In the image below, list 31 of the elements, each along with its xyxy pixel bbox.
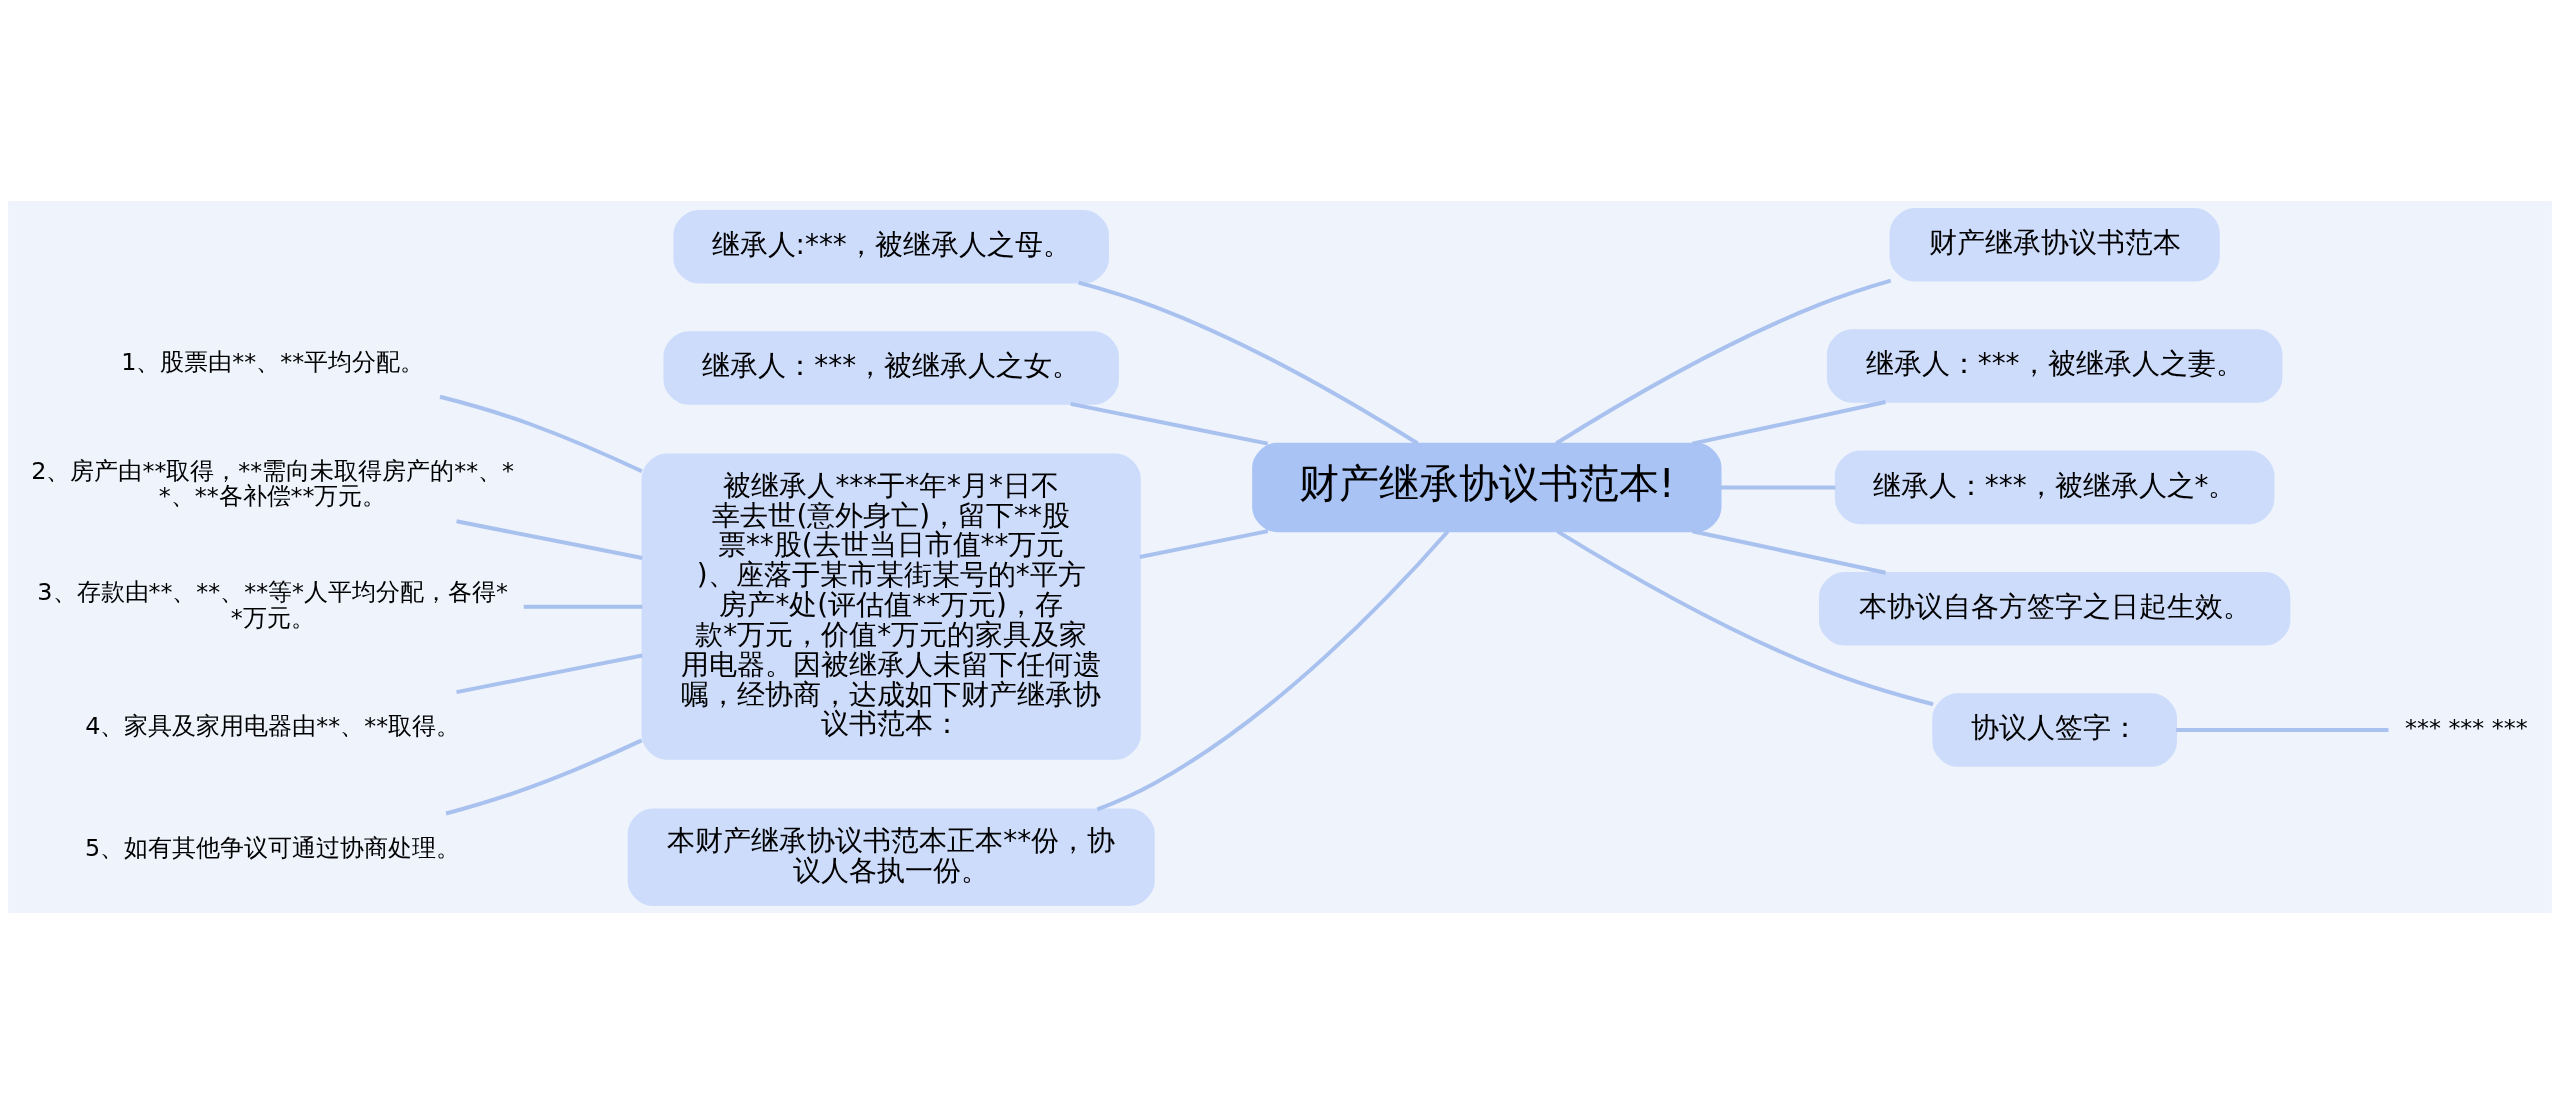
- connector: [456, 518, 643, 560]
- node-text: 4、家具及家用电器由**、**取得。: [85, 711, 461, 740]
- connector: [445, 738, 643, 815]
- connector: [1691, 528, 1886, 575]
- connector: [1691, 399, 1886, 446]
- node-box: 继承人：***，被继承人之*。: [1834, 450, 2275, 524]
- connector: [1096, 529, 1450, 811]
- connector: [1720, 484, 1836, 489]
- node-box: 本协议自各方签字之日起生效。: [1818, 571, 2291, 645]
- node-box: 协议人签字：: [1932, 692, 2177, 767]
- node-text: *** *** ***: [2405, 713, 2528, 742]
- connector: [439, 394, 643, 473]
- connector: [2176, 727, 2389, 732]
- connector: [1555, 278, 1892, 445]
- node-box: 财产继承协议书范本!: [1252, 442, 1722, 532]
- node-box: 财产继承协议书范本: [1889, 207, 2220, 282]
- node-box: 被继承人***于*年*月*日不幸去世(意外身亡)，留下**股票**股(去世当日市值**万元)、座落于某市某街某号的*平方房产*处(评估值**万元)，存款*万元，价值*万元的家具及家用电器。因被继承人未留下任何遗嘱，经协商，达成如下财产继承协议书范本：: [641, 453, 1141, 760]
- node-box: 本财产继承协议书范本正本**份，协议人各执一份。: [627, 808, 1155, 906]
- connector: [1139, 528, 1269, 559]
- node-text: 5、如有其他争议可通过协商处理。: [85, 833, 461, 862]
- connector: [1070, 401, 1269, 446]
- connector: [1078, 280, 1419, 445]
- connector: [1556, 529, 1934, 706]
- node-box: 继承人：***，被继承人之女。: [663, 330, 1119, 405]
- connector: [523, 604, 643, 609]
- node-text: 1、股票由**、**平均分配。: [121, 347, 425, 376]
- node-text: 3、存款由**、**、**等*人平均分配，各得**万元。: [37, 577, 508, 632]
- connector: [456, 653, 643, 694]
- node-box: 继承人:***，被继承人之母。: [673, 209, 1109, 284]
- node-box: 继承人：***，被继承人之妻。: [1826, 328, 2283, 403]
- node-text: 2、房产由**取得，**需向未取得房产的**、**、**各补偿**万元。: [31, 456, 515, 510]
